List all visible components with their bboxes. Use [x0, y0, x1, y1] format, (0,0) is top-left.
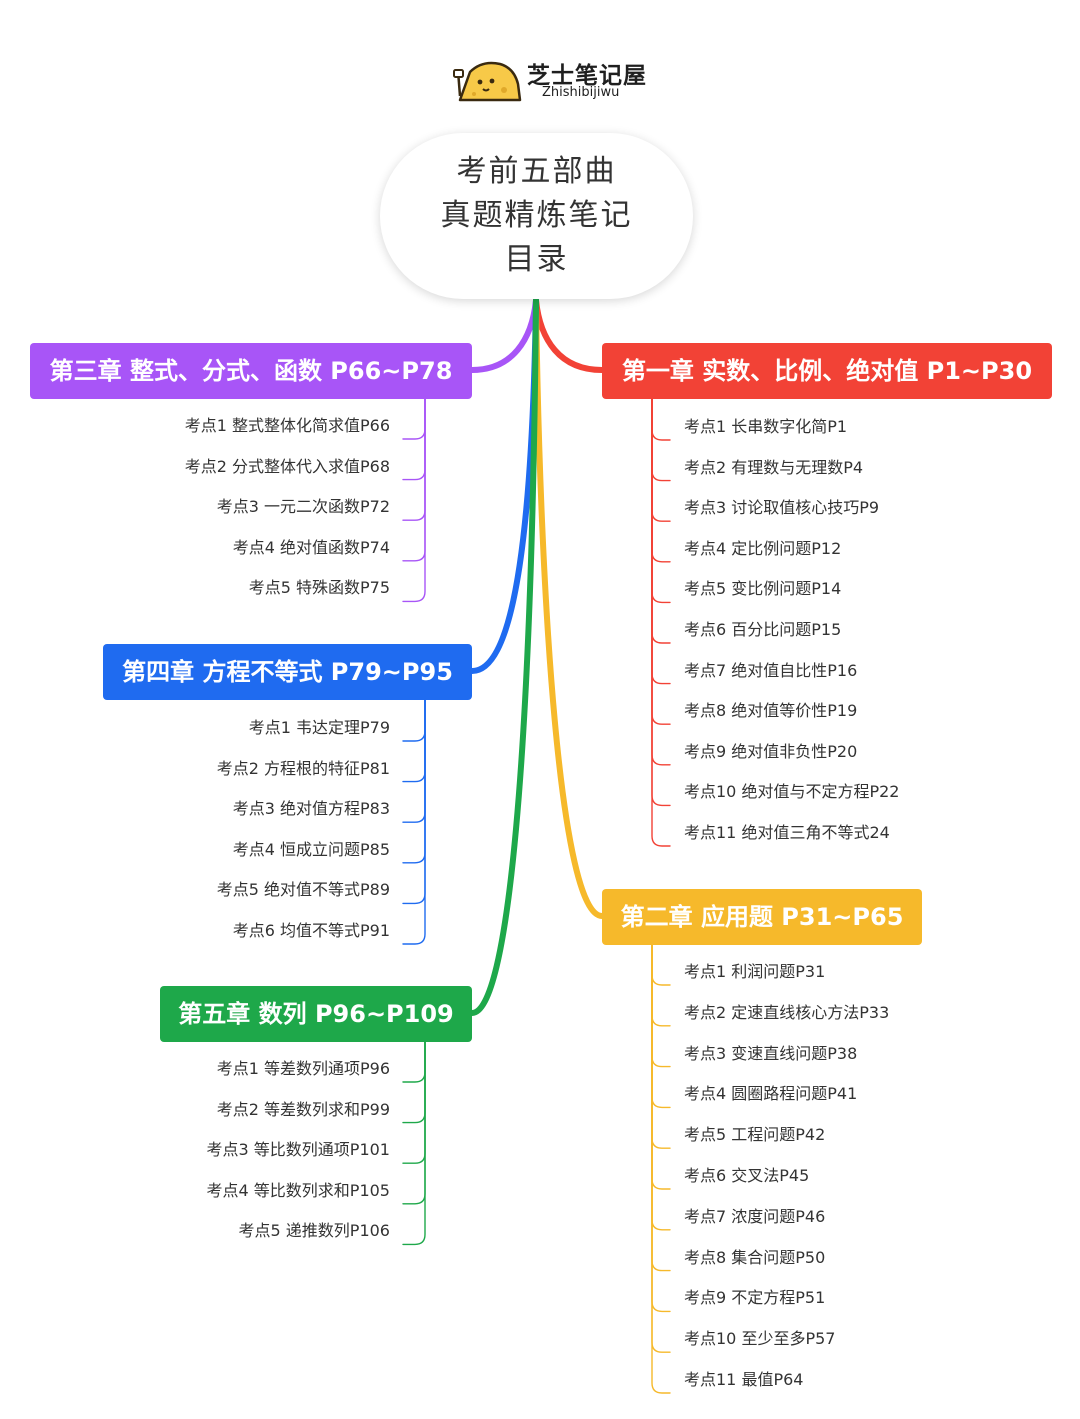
ch5-item-connector	[402, 1041, 426, 1246]
ch3-main-connector	[469, 297, 539, 373]
ch1-topic-item[interactable]: 考点11 绝对值三角不等式24	[684, 823, 890, 842]
ch1-topic-item[interactable]: 考点8 绝对值等价性P19	[684, 701, 858, 721]
cheese-mascot-icon	[453, 61, 522, 102]
ch4-topic-item[interactable]: 考点6 均值不等式P91	[232, 921, 390, 940]
ch1-topic-item[interactable]: 考点7 绝对值自比性P16	[684, 660, 858, 680]
ch5-topic-item[interactable]: 考点4 等比数列求和P105	[206, 1180, 390, 1200]
ch2-topic-item[interactable]: 考点4 圆圈路程问题P41	[684, 1084, 858, 1104]
ch2-item-connector	[651, 944, 671, 1394]
ch4-item-connector	[402, 699, 426, 945]
ch5-main-connector	[469, 297, 539, 1016]
ch2-topic-item[interactable]: 考点10 至少至多P57	[684, 1329, 836, 1349]
root-node[interactable]: 考前五部曲 真题精炼笔记 目录	[380, 133, 693, 299]
ch2-topic-item[interactable]: 考点6 交叉法P45	[684, 1166, 810, 1185]
ch2-topic-item[interactable]: 考点7 浓度问题P46	[684, 1206, 826, 1226]
ch3-item-connector	[402, 398, 426, 603]
ch1-topic-item[interactable]: 考点1 长串数字化简P1	[684, 417, 848, 436]
ch4-chapter-node[interactable]: 第四章 方程不等式 P79~P95	[103, 644, 472, 700]
ch2-topic-item[interactable]: 考点2 定速直线核心方法P33	[684, 1002, 890, 1022]
ch1-topic-item[interactable]: 考点9 绝对值非负性P20	[684, 741, 858, 761]
brand-logo: 芝士笔记屋 Zhishibijiwu	[452, 54, 652, 106]
ch3-topic-item[interactable]: 考点4 绝对值函数P74	[232, 537, 390, 557]
ch1-main-connector	[533, 297, 605, 373]
ch1-topic-item[interactable]: 考点10 绝对值与不定方程P22	[684, 782, 900, 802]
ch2-topic-item[interactable]: 考点5 工程问题P42	[684, 1125, 826, 1145]
root-title-line-3: 目录	[504, 242, 569, 277]
ch2-item-connector	[651, 944, 671, 1149]
ch2-chapter-node[interactable]: 第二章 应用题 P31~P65	[602, 889, 922, 945]
ch4-topic-item[interactable]: 考点5 绝对值不等式P89	[216, 880, 390, 900]
ch3-topic-item[interactable]: 考点2 分式整体代入求值P68	[184, 456, 390, 476]
ch5-topic-item[interactable]: 考点1 等差数列通项P96	[216, 1059, 390, 1078]
ch5-topic-item[interactable]: 考点2 等差数列求和P99	[216, 1099, 390, 1119]
ch1-topic-item[interactable]: 考点2 有理数与无理数P4	[684, 457, 864, 477]
ch5-topic-item[interactable]: 考点5 递推数列P106	[238, 1221, 390, 1241]
ch5-topic-item[interactable]: 考点3 等比数列通项P101	[206, 1140, 390, 1160]
ch2-topic-item[interactable]: 考点8 集合问题P50	[684, 1247, 826, 1267]
ch4-topic-item[interactable]: 考点2 方程根的特征P81	[216, 758, 390, 778]
ch5-item-connector	[402, 1041, 426, 1164]
ch4-item-connector	[402, 699, 426, 742]
ch1-item-connector	[651, 398, 671, 604]
root-title-line-1: 考前五部曲	[456, 154, 617, 189]
ch5-item-connector	[402, 1041, 426, 1083]
ch3-chapter-node[interactable]: 第三章 整式、分式、函数 P66~P78	[30, 343, 472, 399]
ch1-item-connector	[651, 398, 671, 847]
ch1-item-connector	[651, 398, 671, 766]
ch3-topic-item[interactable]: 考点3 一元二次函数P72	[216, 497, 390, 517]
brand-name-en: Zhishibijiwu	[542, 85, 620, 100]
brand-name-cn: 芝士笔记屋	[527, 63, 647, 89]
ch1-topic-item[interactable]: 考点6 百分比问题P15	[684, 620, 842, 639]
ch1-chapter-node[interactable]: 第一章 实数、比例、绝对值 P1~P30	[602, 343, 1052, 399]
ch2-topic-item[interactable]: 考点3 变速直线问题P38	[684, 1043, 858, 1063]
ch2-main-connector	[533, 297, 605, 919]
ch2-topic-item[interactable]: 考点9 不定方程P51	[684, 1288, 826, 1308]
ch1-item-connector	[651, 398, 671, 522]
ch4-topic-item[interactable]: 考点1 韦达定理P79	[248, 718, 390, 737]
ch3-item-connector	[402, 398, 426, 521]
ch1-item-connector	[651, 398, 671, 441]
ch3-topic-item[interactable]: 考点5 特殊函数P75	[248, 578, 390, 598]
ch2-item-connector	[651, 944, 671, 986]
ch3-topic-item[interactable]: 考点1 整式整体化简求值P66	[184, 416, 390, 435]
ch3-item-connector	[402, 398, 426, 440]
root-title-line-2: 真题精炼笔记	[440, 198, 633, 233]
ch4-topic-item[interactable]: 考点4 恒成立问题P85	[232, 839, 390, 859]
ch4-item-connector	[402, 699, 426, 823]
ch2-topic-item[interactable]: 考点1 利润问题P31	[684, 962, 826, 981]
ch4-topic-item[interactable]: 考点3 绝对值方程P83	[232, 799, 390, 819]
ch1-topic-item[interactable]: 考点5 变比例问题P14	[684, 579, 842, 599]
ch1-topic-item[interactable]: 考点3 讨论取值核心技巧P9	[684, 498, 880, 518]
ch2-item-connector	[651, 944, 671, 1068]
ch2-topic-item[interactable]: 考点11 最值P64	[684, 1370, 804, 1389]
ch2-item-connector	[651, 944, 671, 1313]
ch4-item-connector	[402, 699, 426, 905]
ch5-chapter-node[interactable]: 第五章 数列 P96~P109	[160, 986, 472, 1042]
ch1-topic-item[interactable]: 考点4 定比例问题P12	[684, 538, 842, 558]
